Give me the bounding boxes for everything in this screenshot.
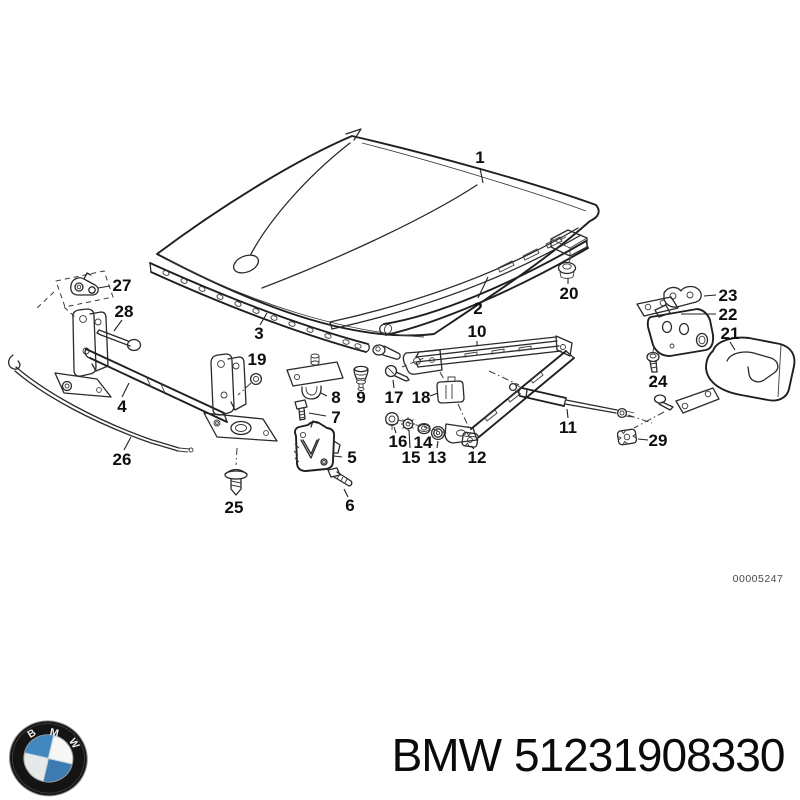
- callout-21: 21: [721, 324, 740, 343]
- callout-8: 8: [331, 388, 340, 407]
- callout-10: 10: [468, 322, 487, 341]
- part-18-mount: [429, 376, 465, 404]
- part-25-rivet: [224, 447, 248, 496]
- part-4-torsion-bar-assembly: [54, 308, 278, 442]
- part-number-text: BMW 51231908330: [380, 728, 796, 782]
- callout-27: 27: [113, 276, 132, 295]
- part-12-clip: [461, 431, 479, 448]
- callout-3: 3: [254, 324, 263, 343]
- part-23-bracket: [663, 285, 717, 308]
- part-2-seal: [329, 227, 589, 336]
- part-10-support-arm: [402, 335, 575, 444]
- part-24-bolt: [633, 344, 674, 429]
- callout-28: 28: [115, 302, 134, 321]
- callout-7: 7: [331, 408, 340, 427]
- part-5-lock: [293, 420, 343, 472]
- part-3-front-strip: [149, 262, 401, 360]
- callout-29: 29: [649, 431, 668, 450]
- logo-letter-m: M: [49, 727, 60, 739]
- part-number: 51231908330: [514, 729, 785, 781]
- callout-1: 1: [475, 148, 484, 167]
- part-15-washer: [401, 417, 415, 449]
- diagram-code: 00005247: [732, 573, 784, 585]
- part-9-buffer: [353, 365, 369, 391]
- part-17-screw: [384, 357, 425, 389]
- callout-19: 19: [248, 350, 267, 369]
- part-1-hood: [156, 128, 600, 338]
- callout-20: 20: [560, 284, 579, 303]
- leader-12: [470, 445, 475, 450]
- part-11-gas-strut: [488, 370, 653, 424]
- part-27-latch: [35, 270, 114, 318]
- callout-14: 14: [414, 433, 433, 452]
- callout-11: 11: [559, 418, 577, 437]
- bmw-roundel: B M W: [8, 720, 88, 797]
- brand-name: BMW: [391, 729, 502, 781]
- callouts: 1 2 3 4 5 6 7 8 9 10 11 12 13 14 15 16 1…: [113, 148, 740, 517]
- callout-6: 6: [345, 496, 354, 515]
- part-7-screw: [294, 399, 327, 421]
- callout-13: 13: [428, 448, 447, 467]
- part-28-pin: [96, 319, 142, 352]
- part-20-grommet: [550, 229, 588, 284]
- callout-16: 16: [389, 432, 408, 451]
- callout-5: 5: [347, 448, 356, 467]
- roundel-quadrants: [23, 734, 74, 783]
- part-29-clip: [616, 428, 649, 446]
- callout-22: 22: [719, 305, 738, 324]
- callout-23: 23: [719, 286, 738, 305]
- bmw-logo: B M W: [4, 719, 92, 800]
- part-19-nut: [237, 372, 263, 396]
- part-21-hinge-arm: [675, 336, 796, 414]
- callout-2: 2: [473, 299, 482, 318]
- callout-12: 12: [468, 448, 487, 467]
- callout-26: 26: [113, 450, 132, 469]
- part-14-washer: [417, 423, 431, 435]
- part-26-release-rod: [7, 354, 194, 453]
- part-22-hinge-bracket: [636, 296, 716, 357]
- callout-9: 9: [356, 388, 365, 407]
- callout-25: 25: [225, 498, 244, 517]
- callout-18: 18: [412, 388, 431, 407]
- callout-15: 15: [402, 448, 421, 467]
- footer: B M W BMW 51231908330: [0, 712, 800, 800]
- part-6-bolt: [327, 467, 353, 498]
- callout-24: 24: [649, 372, 668, 391]
- callout-17: 17: [385, 388, 404, 407]
- part-8-striker-plate: [286, 353, 344, 400]
- part-16-nut: [385, 412, 399, 434]
- parts-diagram: 1 2 3 4 5 6 7 8 9 10 11 12 13 14 15 16 1…: [7, 128, 796, 517]
- callout-4: 4: [117, 397, 127, 416]
